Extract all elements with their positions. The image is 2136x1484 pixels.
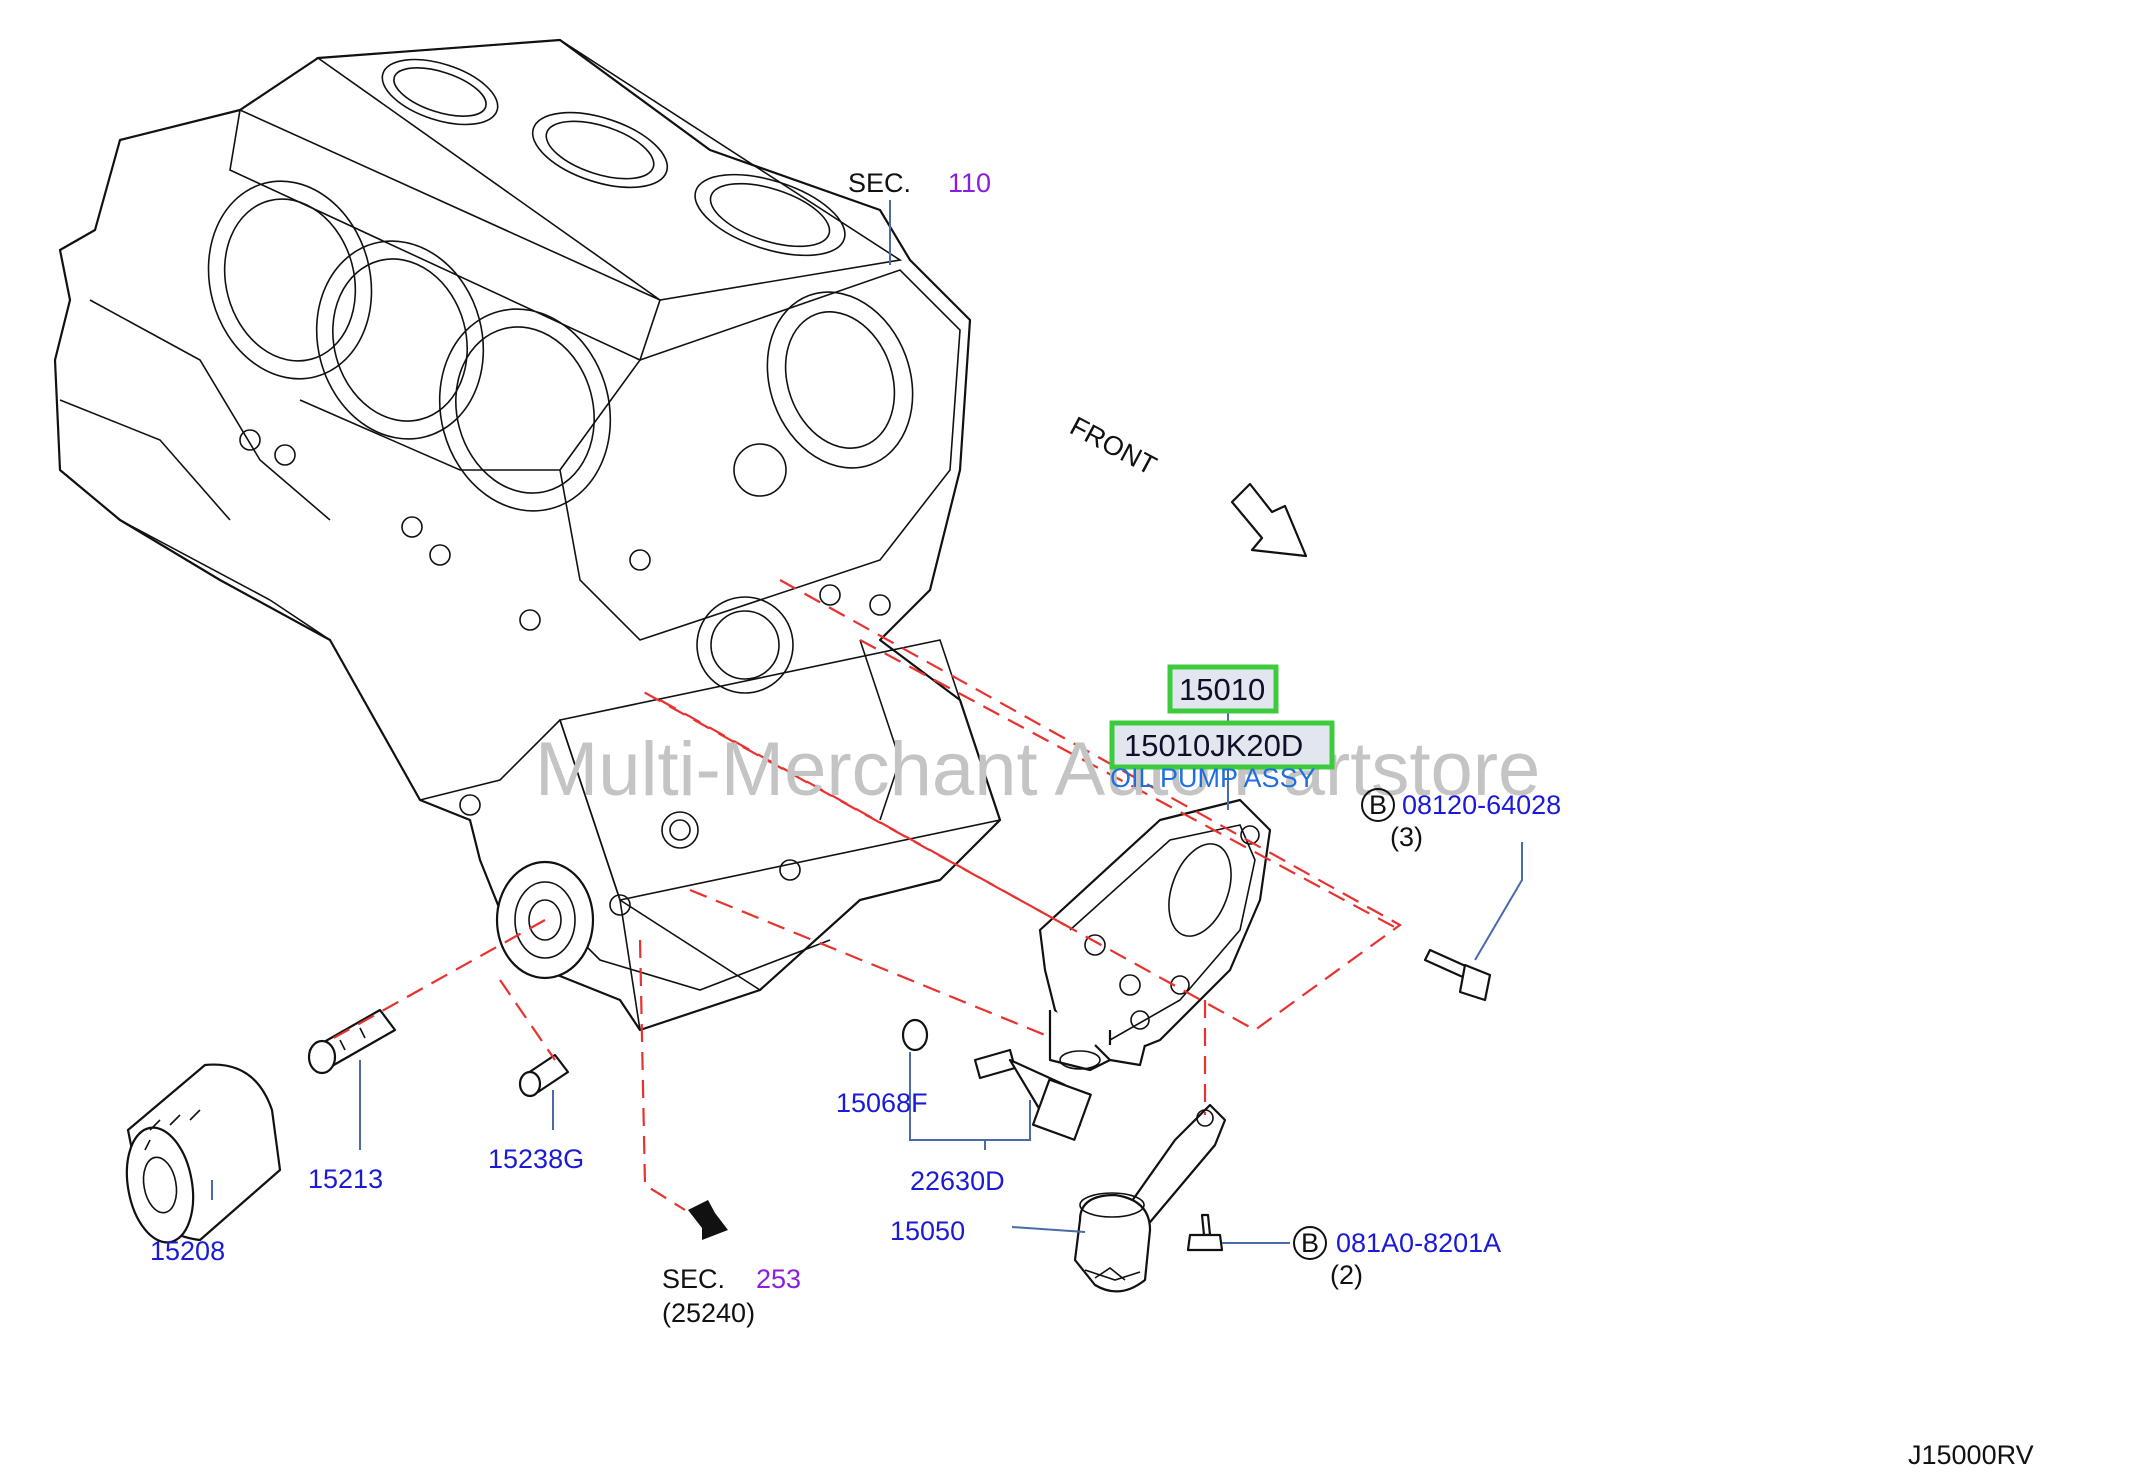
part-number-081a0-8201a[interactable]: 081A0-8201A: [1336, 1228, 1501, 1258]
connector-15213-illustration: [307, 1008, 397, 1075]
part-number-22630d[interactable]: 22630D: [910, 1166, 1005, 1196]
bolt-b-letter: B: [1369, 790, 1387, 820]
bolt-b2-circle-icon: [1293, 1226, 1327, 1260]
sec-110-number[interactable]: 110: [948, 168, 991, 198]
front-arrow-icon: [1230, 482, 1308, 558]
part-number-15208[interactable]: 15208: [150, 1236, 225, 1266]
sec-253-prefix: SEC.: [662, 1264, 725, 1294]
part-number-15050[interactable]: 15050: [890, 1216, 965, 1246]
highlight-box-15010: [1167, 664, 1279, 714]
part-number-15238g[interactable]: 15238G: [488, 1144, 584, 1174]
bolt-081a0-illustration: [1186, 1213, 1224, 1252]
bolt-b2-letter: B: [1301, 1228, 1319, 1258]
plug-15238g-illustration: [518, 1053, 570, 1098]
diagram-code: J15000RV: [1908, 1440, 2034, 1470]
highlight-box-15010jk20d: [1109, 720, 1335, 770]
oil-strainer-illustration: [1073, 1103, 1227, 1293]
bolt-b-circle-icon: [1361, 788, 1395, 822]
front-arrow: FRONT: [1065, 411, 1308, 558]
qty-08120-64028: (3): [1390, 822, 1423, 852]
part-number-15010[interactable]: 15010: [1179, 672, 1265, 707]
part-number-15010jk20d[interactable]: 15010JK20D: [1124, 728, 1303, 763]
front-label: FRONT: [1065, 411, 1161, 481]
watermark: Multi-Merchant Auto Partstore: [535, 727, 1540, 812]
sec-253-arrow-icon: [688, 1200, 728, 1240]
qty-081a0-8201a: (2): [1330, 1260, 1363, 1290]
oil-filter-illustration: [125, 1063, 282, 1244]
sec-110-prefix: SEC.: [848, 168, 911, 198]
oil-pump-illustration: [1038, 798, 1272, 1072]
bolt-08120-illustration: [1423, 948, 1492, 1002]
part-number-08120-64028[interactable]: 08120-64028: [1402, 790, 1561, 820]
hidden-lines: [329, 579, 1403, 1211]
washer-15068f-illustration: [901, 1018, 929, 1052]
sec-253-number[interactable]: 253: [756, 1264, 801, 1294]
sec-253-subref: (25240): [662, 1298, 755, 1328]
engine-block-illustration: [53, 38, 1002, 1032]
oil-pump-name: OIL PUMP ASSY: [1110, 763, 1316, 793]
part-number-15068f[interactable]: 15068F: [836, 1088, 928, 1118]
sensor-22630d-illustration: [973, 1048, 1092, 1141]
part-number-15213[interactable]: 15213: [308, 1164, 383, 1194]
